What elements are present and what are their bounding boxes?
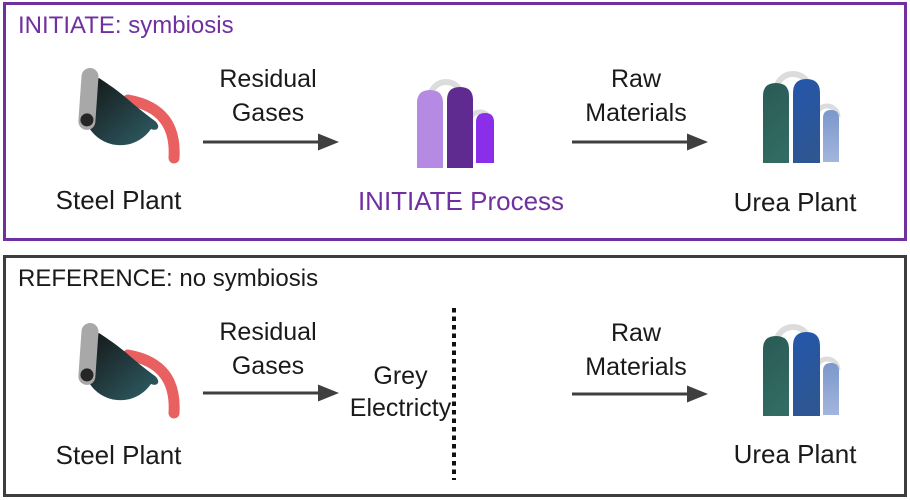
chimney [78,68,99,130]
column-light-blue [823,110,839,162]
reference-panel-title: REFERENCE: no symbiosis [18,265,319,292]
column-dark-purple [447,87,473,168]
steel-plant-icon [78,323,180,419]
urea-plant-icon [763,324,841,416]
column-blue [793,79,820,163]
dotted-divider [452,308,456,480]
steel-plant-label: Steel Plant [55,440,182,470]
raw-materials-arrow [572,133,708,151]
initiate-panel: INITIATE: symbiosis Steel Plant Residual… [3,2,907,241]
raw-materials-label: Raw Materials [585,319,687,381]
raw-materials-arrow [572,385,708,403]
chimney-group [78,323,99,385]
column-teal [763,83,789,163]
column-blue [793,332,820,416]
urea-plant-label: Urea Plant [733,187,857,217]
chimney-cap [80,113,94,127]
urea-plant-icon [763,71,841,163]
residual-gases-arrow [203,133,339,151]
residual-gases-label: Residual Gases [219,65,317,127]
raw-materials-label: Raw Materials [585,65,687,127]
urea-plant-label: Urea Plant [733,439,857,469]
molten-pour-arc [122,349,180,419]
initiate-process-icon [417,79,494,168]
molten-pour-arc [122,94,180,164]
ladle-body [83,78,159,146]
steel-plant-label: Steel Plant [55,185,182,215]
column-bright-purple [476,113,494,163]
ladle-body [83,333,159,401]
chimney [78,323,99,385]
grey-electricity-label: Grey Electricty [349,362,452,422]
column-teal [763,336,789,416]
reference-panel: REFERENCE: no symbiosis Steel Plant Resi… [3,255,907,497]
initiate-process-label: INITIATE Process [357,186,565,216]
column-light-blue [823,363,839,415]
residual-gases-label: Residual Gases [219,318,317,380]
initiate-panel-title: INITIATE: symbiosis [18,12,234,39]
residual-gases-arrow [203,384,339,402]
chimney-group [78,68,99,130]
column-light-purple [417,90,443,168]
steel-plant-icon [78,68,180,164]
chimney-cap [80,368,94,382]
